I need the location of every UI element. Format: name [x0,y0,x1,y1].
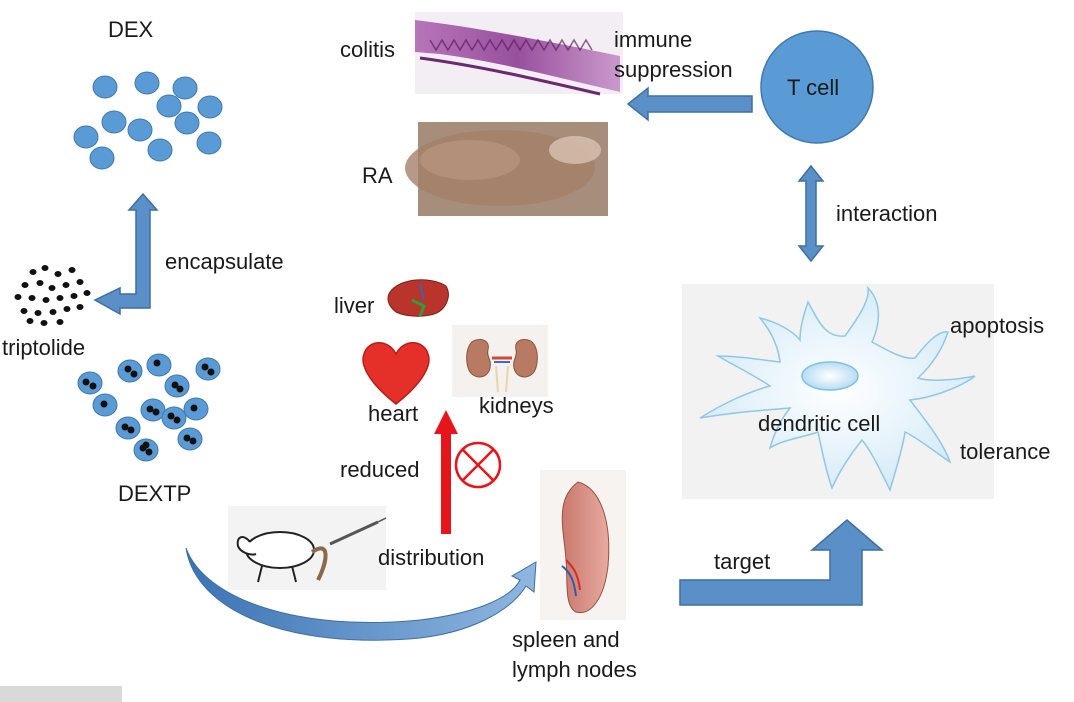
spleen-label-line2: lymph nodes [512,657,637,682]
dex-particles [73,71,223,170]
heart-icon [362,342,430,405]
interaction-arrow [797,164,825,263]
target-label: target [714,549,771,574]
dendritic-nucleus [801,361,859,391]
interaction-label: interaction [836,201,938,226]
dextp-particles [77,353,221,462]
ra-label: RA [362,163,393,188]
bottom-left-bar [0,686,122,702]
dex-label: DEX [108,17,154,42]
distribution-label: distribution [378,545,485,570]
spleen-label-line1: spleen and [512,627,620,652]
blocked-circle-icon [454,441,502,489]
kidneys-label: kidneys [479,393,554,418]
spleen-image [540,470,626,620]
apoptosis-label: apoptosis [950,313,1045,338]
triptolide-dots [14,265,91,326]
immune-label-line2: suppression [614,57,733,82]
liver-label: liver [334,293,375,318]
t-cell-circle [760,30,874,144]
liver-icon [387,279,449,317]
encapsulate-label: encapsulate [165,249,284,274]
tolerance-label: tolerance [960,439,1051,464]
triptolide-label: triptolide [2,335,86,360]
encapsulate-arrow [93,192,159,316]
ra-paw-image [405,122,608,216]
dendritic-cell-label: dendritic cell [758,411,881,436]
dextp-label: DEXTP [118,481,192,506]
immune-label-line1: immune [614,27,693,52]
immune-arrow [626,86,753,122]
rat-injection-image [228,506,387,590]
reduced-arrow [434,410,458,534]
kidneys-icon [452,325,548,397]
colitis-histology-image [415,12,623,96]
heart-label: heart [368,401,419,426]
colitis-label: colitis [340,37,396,62]
t-cell-label: T cell [787,75,840,100]
target-arrow [679,519,885,606]
distribution-curve-arrow [185,547,537,641]
reduced-label: reduced [340,457,420,482]
